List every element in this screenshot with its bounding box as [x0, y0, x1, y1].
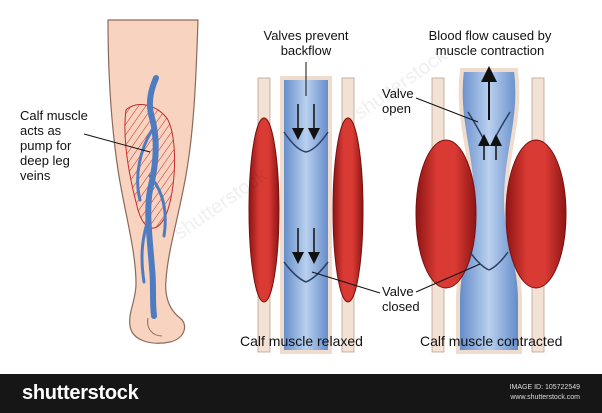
contracted-caption: Calf muscle contracted: [420, 333, 563, 349]
valve-lower-relaxed: [283, 261, 329, 283]
contracted-panel: [415, 66, 567, 354]
vein-contracted: [456, 68, 522, 354]
calf-pump-line: veins: [20, 168, 51, 183]
leg-illustration: [107, 19, 199, 344]
relaxed-caption: Calf muscle relaxed: [240, 333, 363, 349]
calf-pump-line: acts as: [20, 123, 62, 138]
valve-closed-pointer: [311, 271, 381, 294]
muscle-contracted-left: [415, 139, 477, 289]
muscle-relaxed-right: [332, 117, 364, 303]
calf-pump-pointer: [83, 133, 151, 153]
valve-open-line: Valve: [382, 86, 414, 101]
calf-pump-line: Calf muscle: [20, 108, 88, 123]
valve-upper-relaxed: [283, 131, 329, 153]
vein-branch: [136, 128, 167, 284]
valves-prevent-line: backflow: [280, 43, 332, 58]
calf-pump-line: pump for: [20, 138, 72, 153]
valves-prevent-line: Valves prevent: [263, 28, 349, 43]
site-url: www.shutterstock.com: [510, 394, 580, 401]
relaxed-panel: [248, 76, 364, 354]
calf-pump-line: deep leg: [20, 153, 70, 168]
blood-flow-line: muscle contraction: [435, 43, 545, 58]
venous-pump-diagram: shutterstock shutterstock: [83, 19, 567, 354]
valve-closed-line: closed: [382, 299, 420, 314]
muscle-relaxed-left: [248, 117, 280, 303]
valve-open-line: open: [382, 101, 411, 116]
shutterstock-logo: shutterstock: [22, 382, 139, 404]
foot: [147, 317, 163, 337]
valves-prevent-label: Valves prevent backflow: [246, 28, 366, 58]
blood-flow-line: Blood flow caused by: [428, 28, 552, 43]
valve-closed-contracted: [469, 251, 509, 271]
valve-open-pointer: [415, 97, 479, 123]
footer-bar: shutterstock IMAGE ID: 105722549 www.shu…: [0, 374, 602, 413]
muscle-contracted-right: [505, 139, 567, 289]
deep-leg-vein: [145, 75, 159, 319]
valve-closed-pointer-right: [415, 263, 481, 293]
valve-closed-line: Valve: [382, 284, 414, 299]
vein-relaxed: [280, 76, 332, 354]
valve-closed-label: Valve closed: [382, 284, 432, 314]
calf-pump-label: Calf muscle acts as pump for deep leg ve…: [20, 108, 106, 183]
valve-open-label: Valve open: [382, 86, 422, 116]
image-id: IMAGE ID: 105722549 www.shutterstock.com: [510, 383, 580, 403]
blood-flow-label: Blood flow caused by muscle contraction: [410, 28, 570, 58]
image-id-text: IMAGE ID: 105722549: [509, 384, 580, 391]
